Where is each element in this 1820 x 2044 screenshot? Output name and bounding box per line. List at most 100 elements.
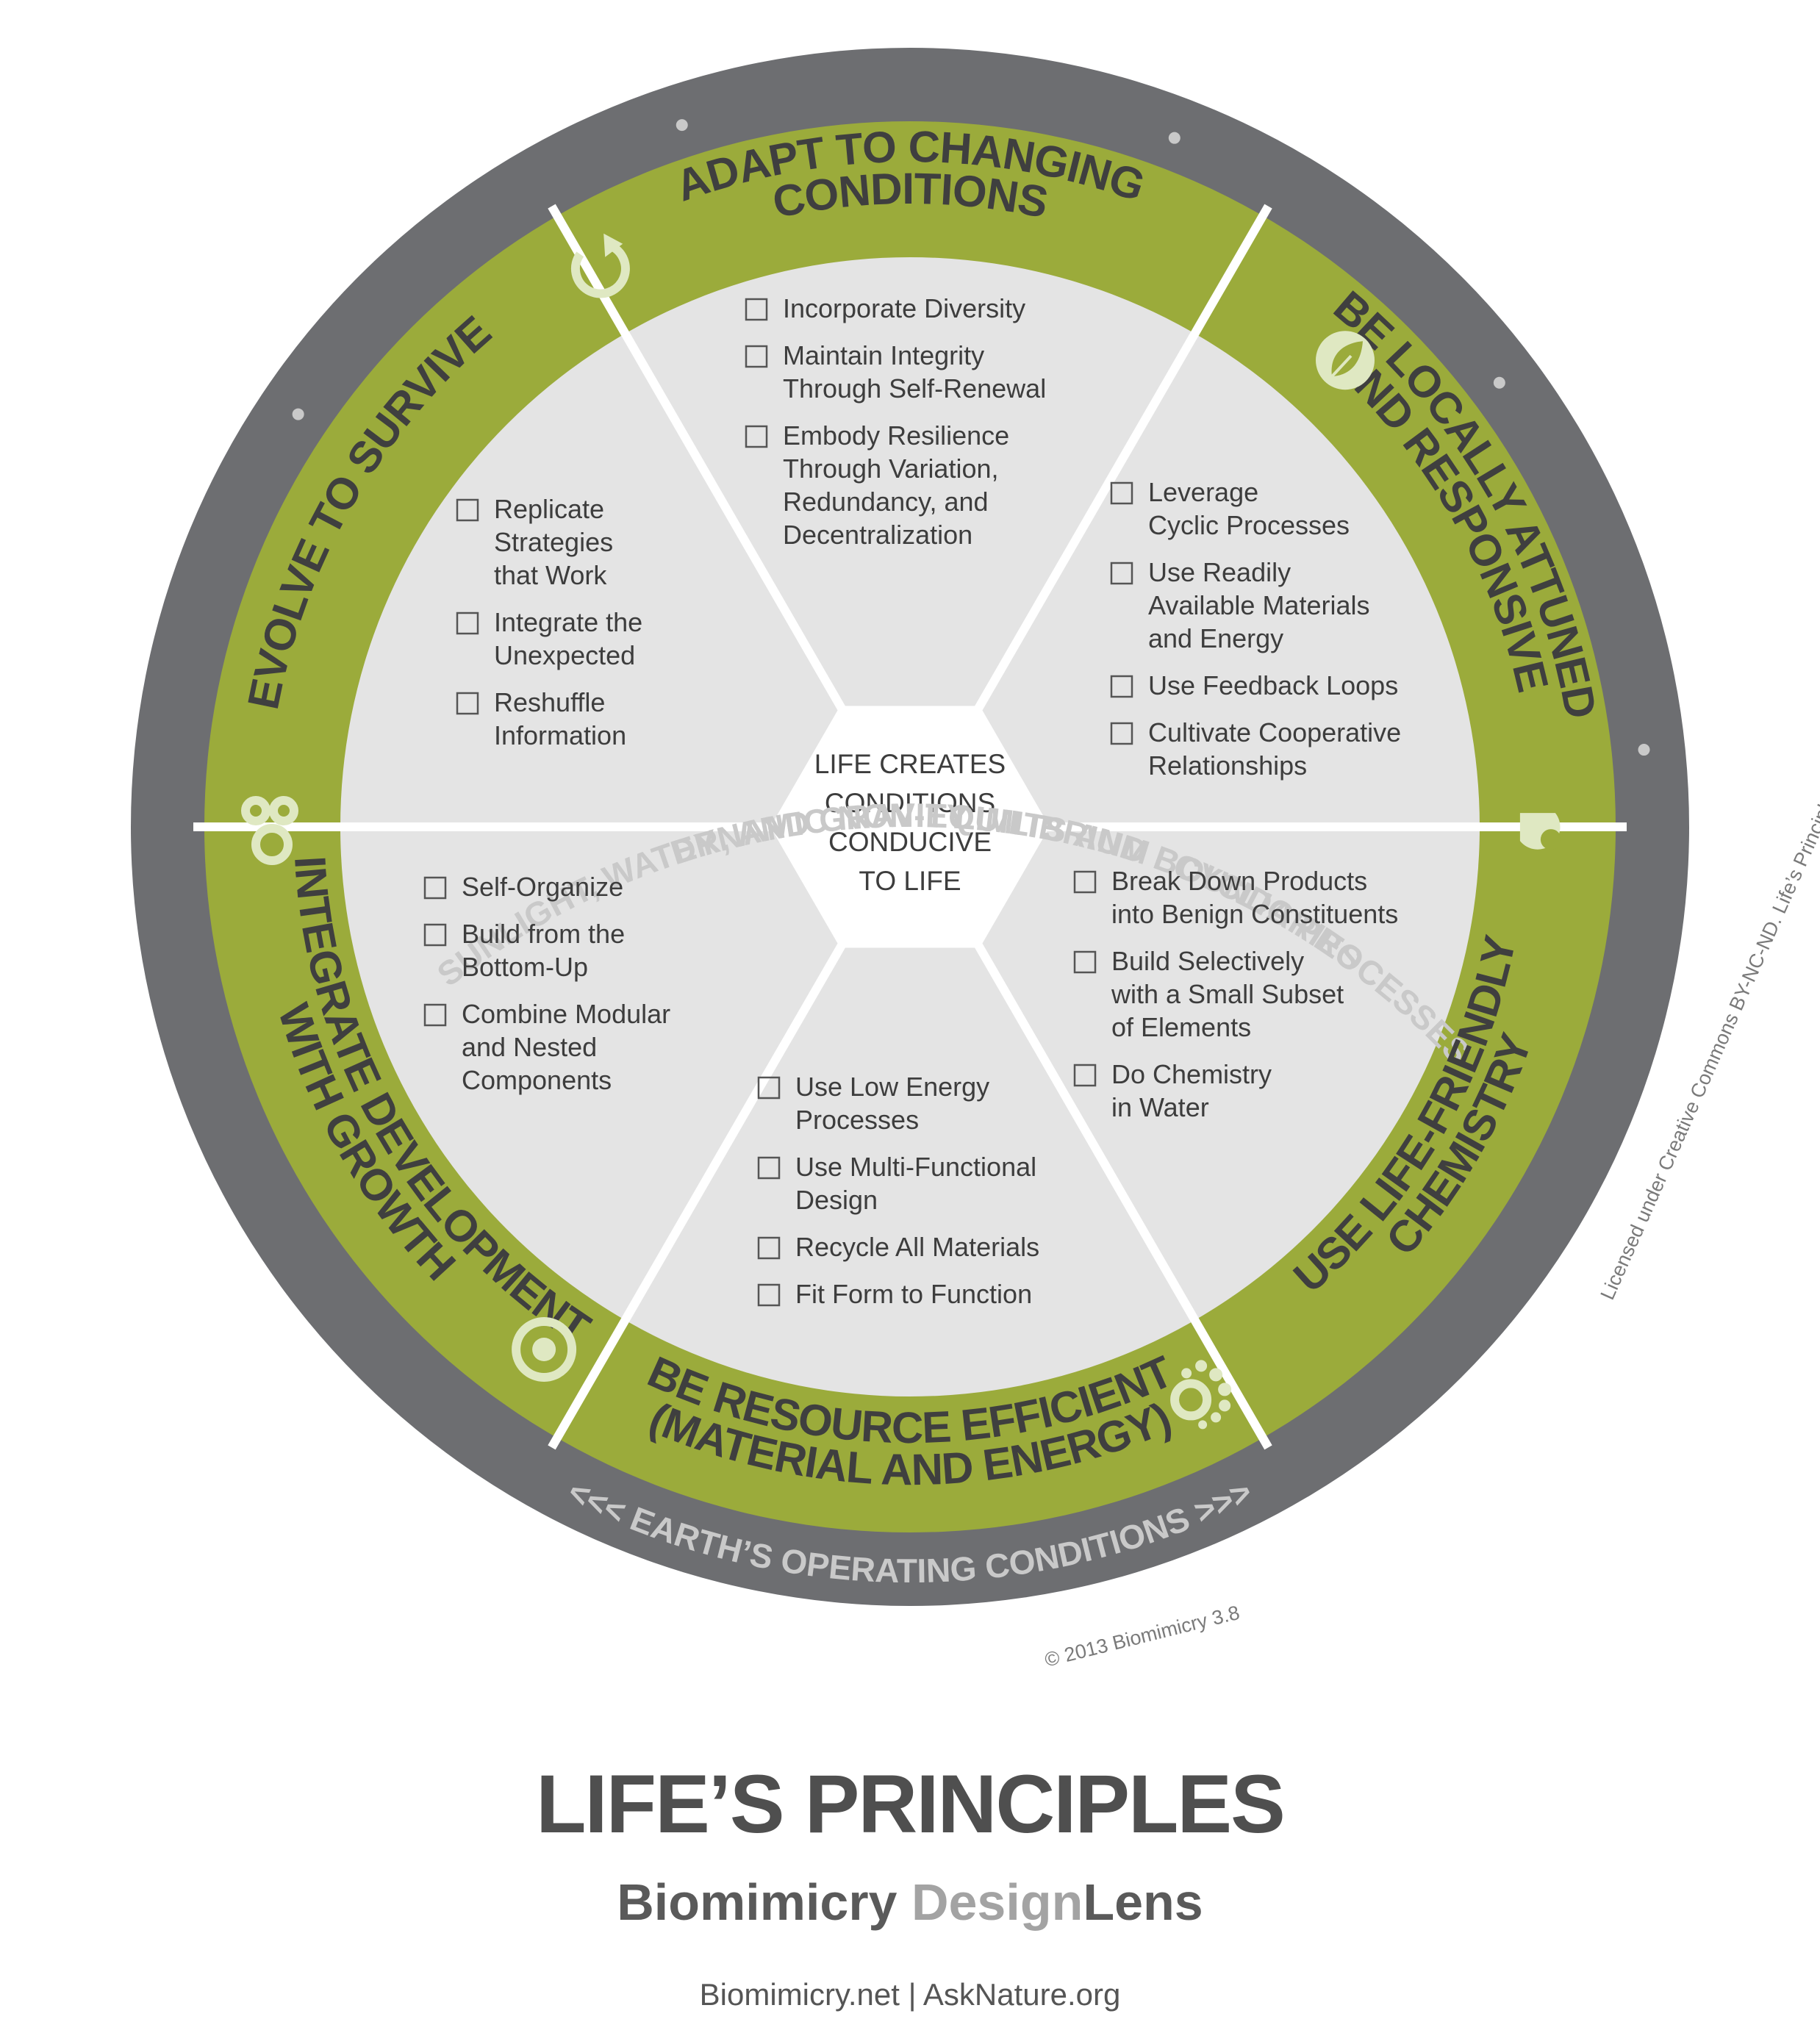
checkbox[interactable] xyxy=(456,692,479,715)
checklist-item-text: Relationships xyxy=(1148,750,1307,781)
checklist-item-text: and Nested xyxy=(462,1032,597,1062)
checkbox[interactable] xyxy=(757,1236,781,1260)
checklist-item-text: Available Materials xyxy=(1148,590,1369,620)
page-title: LIFE’S PRINCIPLES xyxy=(536,1758,1286,1850)
checklist-item-text: Maintain Integrity xyxy=(783,340,984,370)
checklist-item-text: in Water xyxy=(1111,1092,1209,1122)
center-line: TO LIFE xyxy=(859,866,961,896)
checklist-item-text: into Benign Constituents xyxy=(1111,899,1398,929)
checklist-item[interactable]: Recycle All Materials xyxy=(757,1232,1039,1262)
checklist-item-text: Integrate the xyxy=(494,607,642,637)
checklist-item[interactable]: Use Feedback Loops xyxy=(1110,670,1398,700)
checkbox[interactable] xyxy=(1110,562,1133,585)
divider-line xyxy=(967,929,1272,1450)
checkbox[interactable] xyxy=(456,498,479,522)
divider-line xyxy=(967,204,1272,725)
checkbox[interactable] xyxy=(423,923,447,947)
checkbox[interactable] xyxy=(745,298,768,321)
checklist-item-text: of Elements xyxy=(1111,1012,1251,1042)
checklist-item-text: Do Chemistry xyxy=(1111,1059,1272,1089)
footer-links[interactable]: Biomimicry.net | AskNature.org xyxy=(699,1977,1121,2012)
bubbles-icon xyxy=(241,796,298,865)
refresh-cycle-icon xyxy=(570,233,630,298)
subtitle-design: Design xyxy=(911,1873,1083,1931)
checklist-item[interactable]: Incorporate Diversity xyxy=(745,293,1025,323)
checklist-item-text: Use Feedback Loops xyxy=(1148,670,1398,700)
checklist-item-text: Unexpected xyxy=(494,640,635,670)
checklist-item-text: Use Multi-Functional xyxy=(795,1152,1036,1182)
checklist-item-text: Reshuffle xyxy=(494,687,605,717)
checkbox[interactable] xyxy=(423,876,447,900)
checkbox[interactable] xyxy=(1110,722,1133,745)
checkbox[interactable] xyxy=(456,612,479,635)
checkbox[interactable] xyxy=(757,1076,781,1100)
center-line: CONDITIONS xyxy=(825,788,995,818)
checklist-item-text: Use Readily xyxy=(1148,557,1291,587)
checklist-item-text: Processes xyxy=(795,1105,919,1135)
checkbox[interactable] xyxy=(745,425,768,448)
checkbox[interactable] xyxy=(745,345,768,368)
checklist-item-text: Embody Resilience xyxy=(783,420,1009,451)
target-circle-icon xyxy=(512,1317,577,1382)
center-line: LIFE CREATES xyxy=(814,749,1006,779)
checklist-item-text: and Energy xyxy=(1148,623,1283,653)
checklist-item-text: Components xyxy=(462,1065,612,1095)
page-subtitle: Biomimicry DesignLens xyxy=(0,1873,1820,1932)
spiral-shell-icon xyxy=(1519,813,1561,850)
principle-icons xyxy=(241,233,1561,1430)
dots-swirl-icon xyxy=(1170,1360,1232,1430)
checkbox[interactable] xyxy=(757,1283,781,1307)
checkbox[interactable] xyxy=(1073,1064,1097,1087)
checkbox[interactable] xyxy=(1073,870,1097,894)
checklist-item-text: Build from the xyxy=(462,919,625,949)
checklist-item-text: Fit Form to Function xyxy=(795,1279,1032,1309)
checklist-item-text: Break Down Products xyxy=(1111,866,1367,896)
checklist-item-text: Combine Modular xyxy=(462,999,670,1029)
checkbox[interactable] xyxy=(1073,950,1097,974)
checklist-item-text: Cultivate Cooperative xyxy=(1148,717,1401,747)
checklist-item-text: Information xyxy=(494,720,626,750)
center-hexagon xyxy=(770,706,1050,948)
checkbox[interactable] xyxy=(1110,675,1133,698)
checklist-item-text: Redundancy, and xyxy=(783,487,989,517)
separator-dot xyxy=(676,119,688,132)
checklist-item-text: Self-Organize xyxy=(462,872,623,902)
checklist-item-text: Strategies xyxy=(494,527,613,557)
checkbox[interactable] xyxy=(757,1156,781,1180)
checklist-item[interactable]: Self-Organize xyxy=(423,872,623,902)
checklist-item[interactable]: Fit Form to Function xyxy=(757,1279,1032,1309)
checklist-item-text: Through Variation, xyxy=(783,453,999,484)
checkbox[interactable] xyxy=(423,1003,447,1027)
separator-dot xyxy=(1493,376,1505,389)
separator-dot xyxy=(292,408,304,420)
segment-dividers xyxy=(193,204,1627,1450)
checklist-item-text: Cyclic Processes xyxy=(1148,510,1350,540)
subtitle-biomimicry: Biomimicry xyxy=(617,1873,911,1931)
checklist-item-text: Build Selectively xyxy=(1111,946,1304,976)
checkbox[interactable] xyxy=(1110,481,1133,505)
checklist-item-text: Leverage xyxy=(1148,477,1258,507)
leaf-icon xyxy=(1316,331,1375,390)
